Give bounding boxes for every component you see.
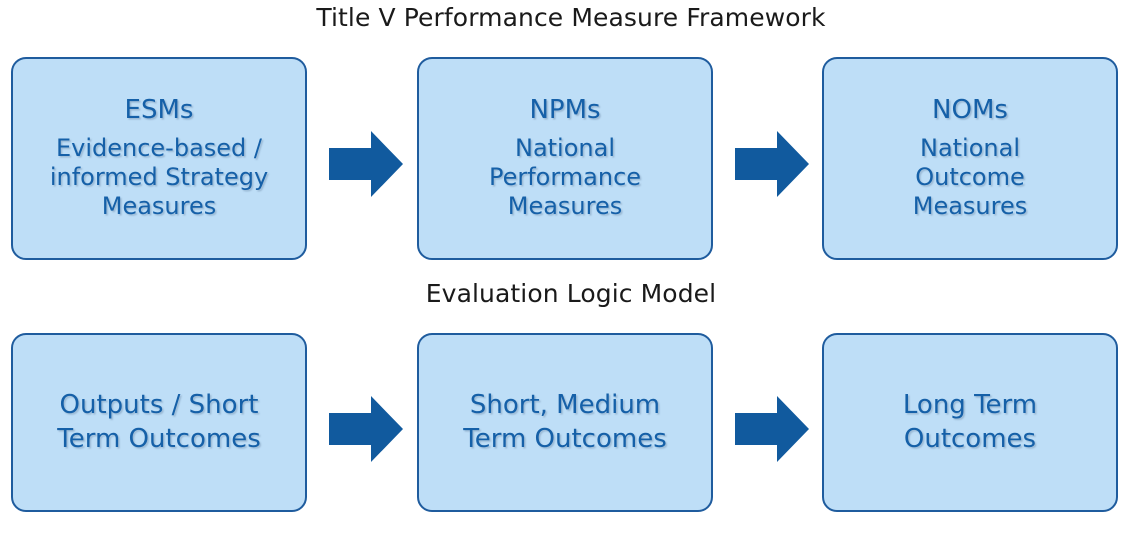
node-noms-heading: NOMs [932, 95, 1008, 126]
arrow-npm-to-nom-icon [735, 131, 809, 197]
page-title: Title V Performance Measure Framework [316, 3, 826, 32]
section-title-evaluation-logic-model: Evaluation Logic Model [425, 279, 717, 308]
arrow-right-icon [735, 131, 809, 197]
arrow-shortmedium-to-long-icon [735, 396, 809, 462]
arrow-right-icon [735, 396, 809, 462]
arrow-outputs-to-shortmedium-icon [329, 396, 403, 462]
node-npms-heading: NPMs [529, 95, 601, 126]
arrow-right-icon [329, 131, 403, 197]
node-esms-heading: ESMs [124, 95, 194, 126]
arrow-right-icon [329, 396, 403, 462]
arrow-esm-to-npm-icon [329, 131, 403, 197]
